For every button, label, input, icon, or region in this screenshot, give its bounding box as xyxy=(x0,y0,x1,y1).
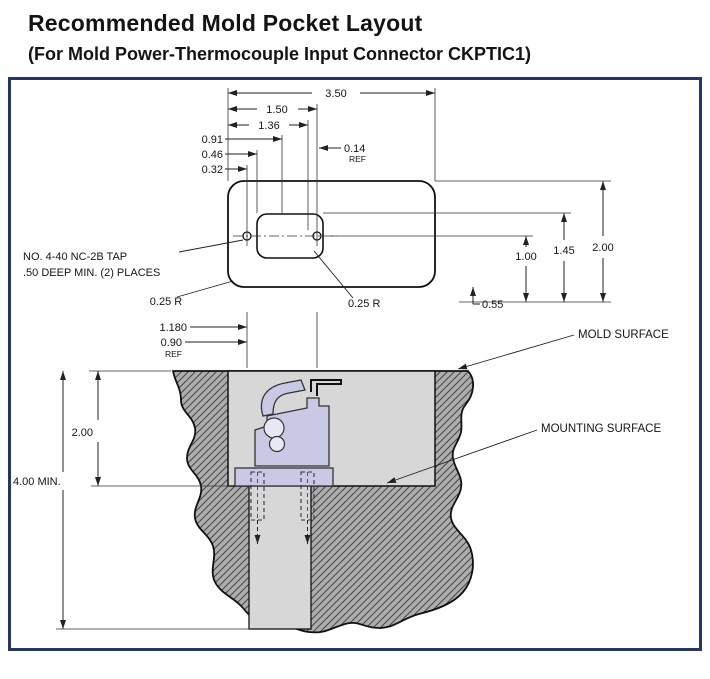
svg-text:1.45: 1.45 xyxy=(553,245,574,257)
connector-bracket xyxy=(310,379,342,396)
pocket-outline xyxy=(227,180,436,288)
svg-text:0.46: 0.46 xyxy=(202,149,223,161)
svg-text:1.50: 1.50 xyxy=(266,104,287,116)
screw-right xyxy=(300,471,315,544)
top-view: 3.50 1.50 1.36 0.91 0.46 0.32 0.14 REF xyxy=(23,88,614,368)
svg-text:0.25 R: 0.25 R xyxy=(348,298,380,310)
svg-text:REF: REF xyxy=(165,349,182,359)
svg-text:0.90: 0.90 xyxy=(161,337,182,349)
svg-text:.50 DEEP MIN. (2) PLACES: .50 DEEP MIN. (2) PLACES xyxy=(23,267,160,279)
dimension-width-090-ref: 0.90 REF xyxy=(161,337,247,359)
mold-surface-label: MOLD SURFACE xyxy=(457,329,669,370)
page-subtitle: (For Mold Power-Thermocouple Input Conne… xyxy=(28,44,531,64)
corner-radius-inner-callout: 0.25 R xyxy=(313,250,380,310)
extension-lines xyxy=(227,88,611,368)
svg-text:MOUNTING SURFACE: MOUNTING SURFACE xyxy=(541,423,661,435)
tap-note: NO. 4-40 NC-2B TAP .50 DEEP MIN. (2) PLA… xyxy=(23,239,244,279)
svg-text:1.180: 1.180 xyxy=(159,322,187,334)
svg-text:0.32: 0.32 xyxy=(202,164,223,176)
svg-text:3.50: 3.50 xyxy=(325,88,346,100)
dimension-width-032: 0.32 xyxy=(202,164,247,176)
svg-text:REF: REF xyxy=(349,154,366,164)
dimension-width-1180: 1.180 xyxy=(159,322,247,334)
svg-text:0.14: 0.14 xyxy=(344,143,365,155)
mounting-surface-label: MOUNTING SURFACE xyxy=(386,423,661,484)
dimension-height-145: 1.45 xyxy=(553,213,575,302)
dimension-width-150: 1.50 xyxy=(228,104,317,116)
dimension-min-depth: 4.00 MIN. xyxy=(13,371,251,630)
dimension-width-091: 0.91 xyxy=(202,134,282,146)
svg-text:0.25 R: 0.25 R xyxy=(150,296,182,308)
svg-text:0.91: 0.91 xyxy=(202,134,223,146)
dimension-height-055: 0.55 xyxy=(470,287,503,311)
svg-text:0.55: 0.55 xyxy=(482,299,503,311)
dimension-width-014-ref: 0.14 REF xyxy=(319,143,366,164)
svg-text:1.00: 1.00 xyxy=(515,251,536,263)
connector-latch-arm xyxy=(260,379,306,417)
mold-pocket-diagram: 3.50 1.50 1.36 0.91 0.46 0.32 0.14 REF xyxy=(13,88,669,634)
dimension-pocket-depth: 2.00 xyxy=(72,370,233,487)
screw-channel xyxy=(248,485,312,630)
svg-text:4.00 MIN.: 4.00 MIN. xyxy=(13,476,61,488)
connector-ring-lower xyxy=(268,435,286,453)
dimension-height-100: 1.00 xyxy=(515,236,537,302)
page-title: Recommended Mold Pocket Layout xyxy=(28,10,423,36)
svg-text:1.36: 1.36 xyxy=(258,120,279,132)
svg-text:2.00: 2.00 xyxy=(72,427,93,439)
mounting-plate xyxy=(234,467,334,487)
svg-text:MOLD SURFACE: MOLD SURFACE xyxy=(578,329,669,341)
dimension-width-046: 0.46 xyxy=(202,149,257,161)
connector-ring-upper xyxy=(263,417,285,439)
dimension-overall-height: 2.00 xyxy=(592,181,614,302)
dimension-overall-width: 3.50 xyxy=(228,88,435,100)
section-view: 2.00 4.00 MIN. MOLD SURFACE MOUNTING SUR… xyxy=(13,329,669,634)
diagram-frame: 3.50 1.50 1.36 0.91 0.46 0.32 0.14 REF xyxy=(8,77,702,651)
dimension-width-136: 1.36 xyxy=(228,120,308,132)
svg-text:NO. 4-40 NC-2B TAP: NO. 4-40 NC-2B TAP xyxy=(23,251,127,263)
svg-text:2.00: 2.00 xyxy=(592,242,613,254)
corner-radius-outer-callout: 0.25 R xyxy=(150,280,234,308)
screw-left xyxy=(250,471,265,544)
